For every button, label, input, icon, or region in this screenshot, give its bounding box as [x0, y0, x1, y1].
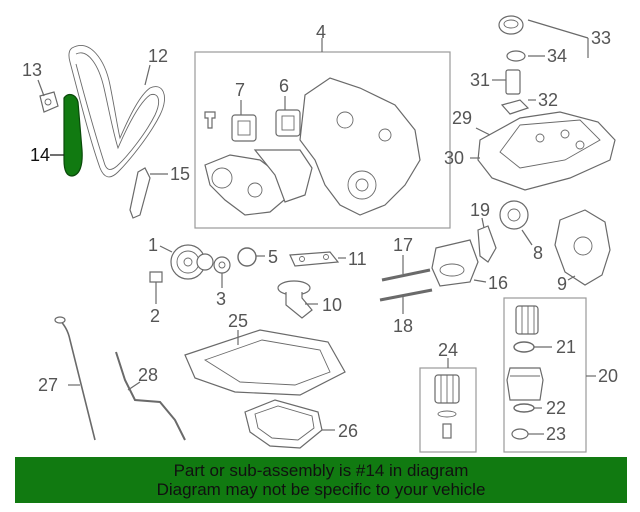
- info-banner: Part or sub-assembly is #14 in diagram D…: [15, 457, 627, 503]
- gasket-6: [275, 109, 301, 137]
- o-ring-22: [513, 403, 535, 413]
- stud-17: [381, 268, 431, 282]
- callout-11: 11: [348, 249, 367, 269]
- callout-31: 31: [470, 70, 490, 90]
- callout-1: 1: [148, 235, 158, 255]
- callout-27: 27: [38, 375, 58, 395]
- gasket-7: [231, 114, 257, 142]
- callout-17: 17: [393, 235, 413, 255]
- callout-7: 7: [235, 80, 245, 100]
- water-pump: [204, 154, 291, 216]
- callout-3: 3: [216, 289, 226, 309]
- callout-8: 8: [533, 243, 543, 263]
- group-box-20: [503, 297, 587, 453]
- callout-32: 32: [538, 90, 558, 110]
- oil-filter-bracket: [431, 239, 479, 287]
- oil-pan-upper: [184, 329, 346, 396]
- timing-cover: [299, 77, 421, 216]
- oil-cap-gasket: [506, 50, 526, 62]
- bolt: [204, 111, 216, 129]
- callout-23: 23: [546, 424, 566, 444]
- banner-line-1: Part or sub-assembly is #14 in diagram: [173, 461, 469, 480]
- callout-26: 26: [338, 421, 358, 441]
- o-ring-21: [513, 341, 535, 353]
- o-ring-5: [237, 247, 257, 267]
- oil-filler-cap: [498, 15, 524, 35]
- pulley-bolt: [149, 271, 163, 283]
- engine-bracket: [477, 225, 497, 263]
- cover-9: [554, 209, 611, 286]
- callout-19: 19: [470, 200, 490, 220]
- callout-16: 16: [488, 273, 508, 293]
- callout-28: 28: [138, 365, 158, 385]
- chain-damper: [129, 167, 151, 219]
- callout-15: 15: [170, 164, 190, 184]
- washer-3: [213, 256, 231, 274]
- callout-9: 9: [557, 274, 567, 294]
- callout-12: 12: [148, 46, 168, 66]
- callout-4: 4: [316, 22, 326, 42]
- filter-cap: [506, 367, 544, 401]
- drain-plug-23: [511, 428, 529, 440]
- oil-dipstick: [59, 319, 96, 441]
- plate-11: [289, 251, 340, 267]
- callout-14: 14: [30, 145, 50, 165]
- chain-tensioner: [39, 91, 59, 113]
- callout-13: 13: [22, 60, 42, 80]
- oil-fill-tube: [505, 69, 521, 95]
- chain-guide-14: [63, 93, 83, 177]
- callout-20: 20: [598, 366, 618, 386]
- banner-line-2: Diagram may not be specific to your vehi…: [156, 480, 486, 499]
- bolt-18: [379, 288, 433, 302]
- sprocket-8: [499, 200, 529, 230]
- callout-33: 33: [591, 28, 611, 48]
- oil-fill-gasket: [500, 99, 530, 115]
- callout-2: 2: [150, 306, 160, 326]
- callout-29: 29: [452, 108, 472, 128]
- timing-chain: [68, 45, 165, 178]
- dipstick-guide: [115, 351, 186, 441]
- valve-cover: [477, 111, 616, 191]
- callout-24: 24: [438, 340, 458, 360]
- callout-30: 30: [444, 148, 464, 168]
- callout-22: 22: [546, 398, 566, 418]
- callout-5: 5: [268, 247, 278, 267]
- oil-filter-21-element: [515, 305, 539, 335]
- callout-18: 18: [393, 316, 413, 336]
- callout-25: 25: [228, 311, 248, 331]
- callout-21: 21: [556, 337, 576, 357]
- callout-10: 10: [322, 295, 342, 315]
- callout-6: 6: [279, 76, 289, 96]
- callout-34: 34: [547, 46, 567, 66]
